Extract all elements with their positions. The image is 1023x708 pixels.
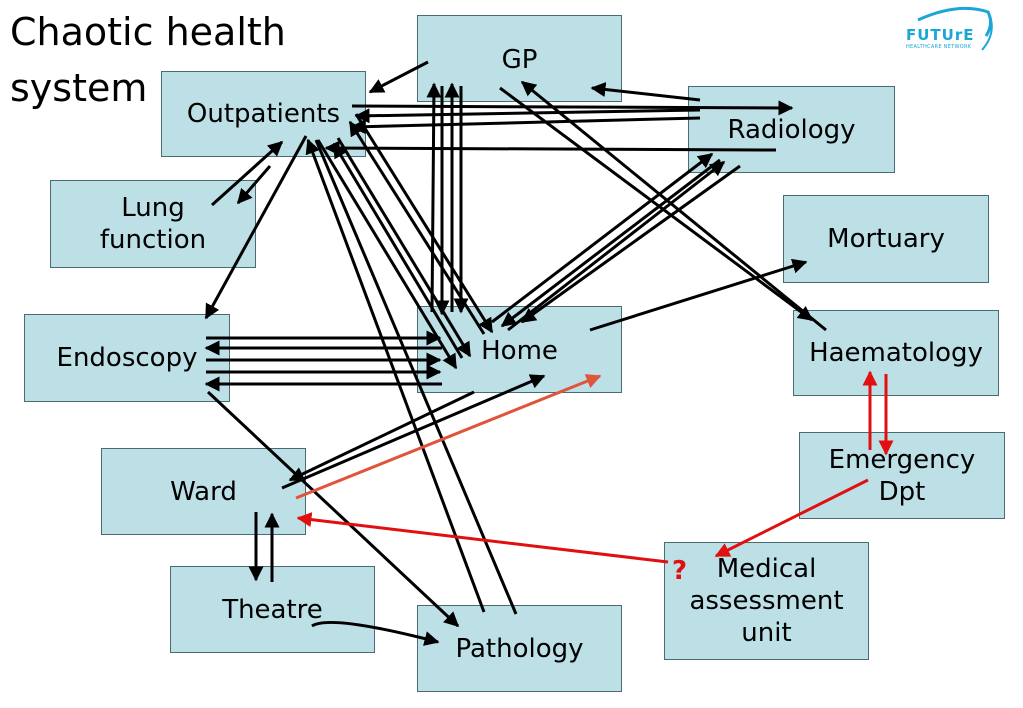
- arrow-radiology-outpatients-1: [354, 108, 701, 124]
- logo-swoosh-icon: [917, 6, 993, 51]
- arrow-mau-ward: [296, 512, 669, 564]
- node-pathology: Pathology: [417, 605, 622, 692]
- node-gp: GP: [417, 15, 622, 102]
- node-radiology: Radiology: [688, 86, 895, 173]
- arrow-home-radiology-2: [507, 160, 726, 332]
- future-healthcare-network-logo: FUTUrE HEALTHCARE NETWORK: [898, 6, 994, 56]
- node-haematology: Haematology: [793, 310, 999, 396]
- question-mark-label: ?: [672, 556, 688, 586]
- arrow-home-outpatients-1: [348, 120, 486, 335]
- node-medical-assessment-unit: Medical assessment unit: [664, 542, 869, 660]
- arrow-outpatients-home-1: [354, 113, 494, 334]
- slide-title: Chaotic health system: [10, 10, 286, 110]
- arrow-home-gp-1: [426, 82, 442, 313]
- arrow-home-ward: [288, 390, 475, 482]
- node-outpatients: Outpatients: [161, 71, 366, 157]
- arrow-home-mortuary: [589, 258, 808, 332]
- node-mortuary: Mortuary: [783, 195, 989, 283]
- node-emergency-dpt: Emergency Dpt: [799, 432, 1005, 519]
- node-endoscopy: Endoscopy: [24, 314, 230, 402]
- arrow-ward-home-orange: [295, 374, 602, 500]
- arrow-radiology-outpatients-2: [350, 116, 701, 135]
- arrow-radiology-home-2: [520, 164, 741, 324]
- node-ward: Ward: [101, 448, 306, 535]
- node-theatre: Theatre: [170, 566, 375, 653]
- logo-subtitle: HEALTHCARE NETWORK: [906, 44, 972, 50]
- node-home: Home: [417, 306, 622, 393]
- arrow-radiology-home-1: [500, 158, 721, 328]
- node-lung-function: Lung function: [50, 180, 256, 268]
- arrow-home-radiology-1: [491, 152, 714, 324]
- logo-word: FUTUrE: [906, 26, 975, 44]
